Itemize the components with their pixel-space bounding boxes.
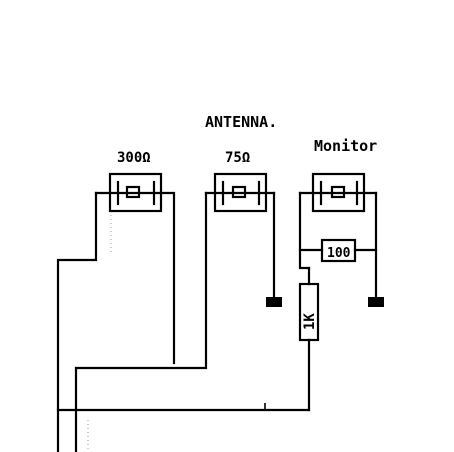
ground-symbol-75: [266, 297, 282, 307]
ground-symbol-monitor: [368, 297, 384, 307]
antenna-group-label: ANTENNA.: [205, 113, 277, 131]
resistor-label-100: 100: [327, 246, 351, 261]
connector-label-monitor: Monitor: [314, 137, 377, 155]
connector-label-75: 75Ω: [225, 150, 250, 166]
connector-75: [204, 172, 276, 213]
resistor-1k: 1K: [298, 282, 320, 342]
connector-label-300: 300Ω: [117, 150, 151, 166]
resistor-label-1k: 1K: [302, 313, 318, 330]
resistor-100: 100: [320, 238, 357, 263]
connector-300: [94, 172, 163, 213]
connector-monitor: [298, 172, 378, 213]
wiring: [56, 191, 378, 452]
